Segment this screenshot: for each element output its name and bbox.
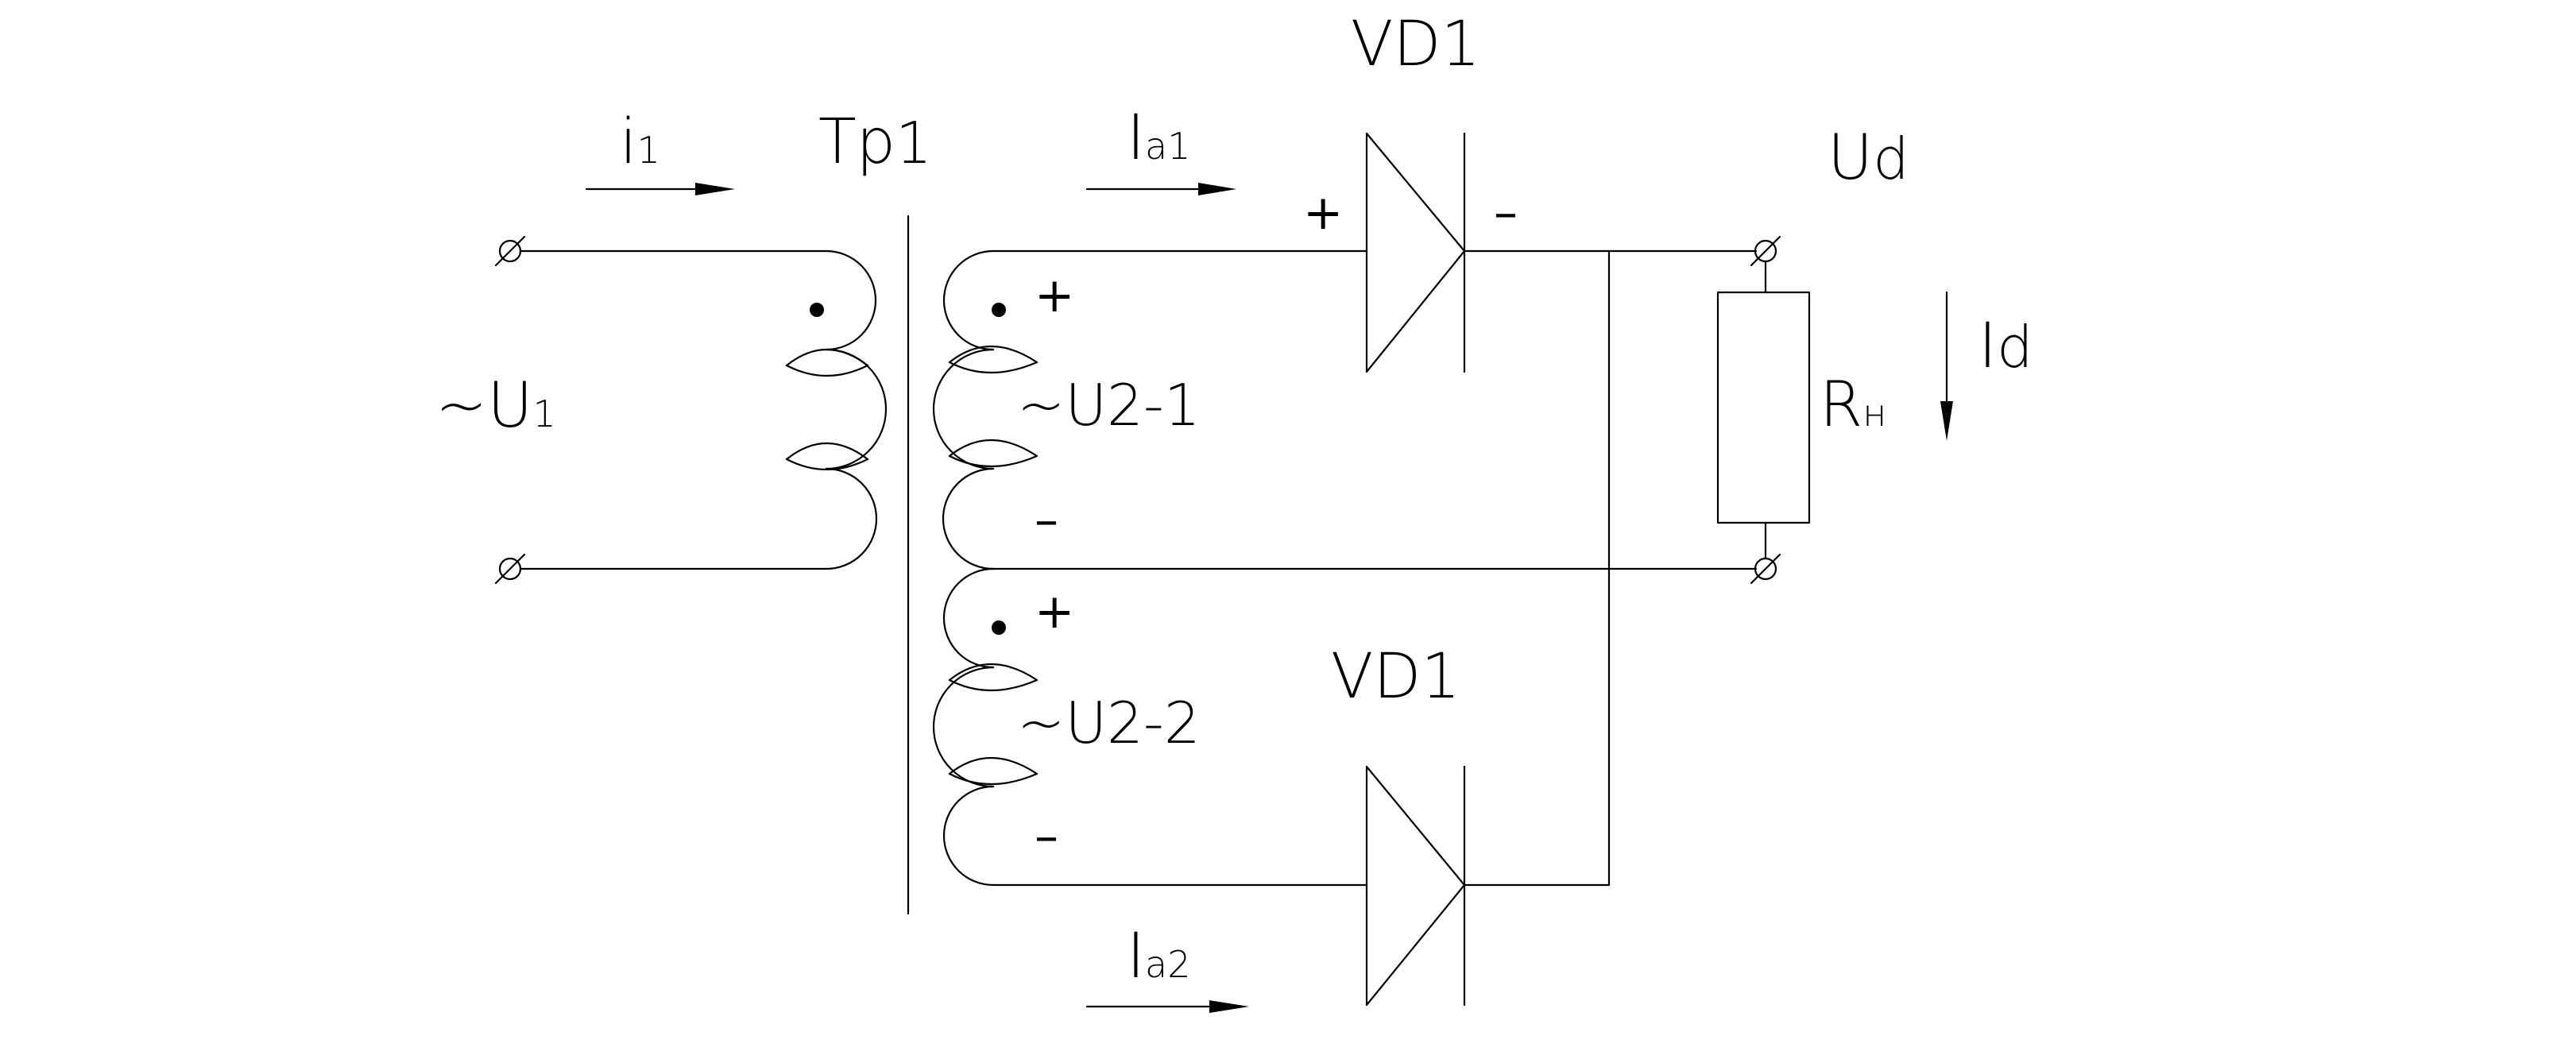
- label-anode-current-1: Ia1: [1127, 102, 1190, 174]
- label-input-voltage: ~U1: [435, 370, 556, 442]
- label-load-voltage: Ud: [1828, 122, 1909, 194]
- label-primary-current: i1: [620, 106, 660, 178]
- label-secondary-2-voltage: ~U2-2: [1017, 690, 1201, 756]
- primary-current-arrow: [585, 183, 735, 195]
- primary-dot-marker: [810, 303, 824, 317]
- label-secondary-1-voltage: ~U2-1: [1017, 372, 1201, 439]
- polarity-minus-secondary-1: –: [1035, 493, 1058, 548]
- anode-current-1-arrow: [1085, 183, 1236, 195]
- polarity-plus-secondary-2: +: [1035, 584, 1074, 640]
- secondary-2-dot-marker: [992, 620, 1006, 635]
- polarity-minus-secondary-2: –: [1035, 809, 1058, 864]
- diode-vd1-top: [1365, 132, 1466, 373]
- label-load-resistor: Rн: [1820, 369, 1886, 441]
- load-resistor: [1716, 260, 1811, 560]
- secondary-winding-1: [932, 249, 1039, 570]
- label-transformer: Tp1: [818, 106, 932, 178]
- polarity-plus-secondary-1: +: [1035, 268, 1074, 323]
- load-current-arrow: [1940, 291, 1953, 441]
- secondary-1-dot-marker: [992, 303, 1006, 317]
- diode-vd1-bottom: [1365, 765, 1466, 1007]
- label-anode-current-2: Ia2: [1127, 921, 1190, 992]
- secondary-winding-2: [932, 567, 1039, 887]
- anode-current-2-arrow: [1085, 1000, 1249, 1013]
- label-load-current: Id: [1978, 311, 2033, 382]
- label-diode-bottom: VD1: [1331, 641, 1460, 713]
- polarity-plus-vd1-anode: +: [1303, 185, 1343, 241]
- primary-winding: [785, 249, 888, 570]
- label-diode-top: VD1: [1351, 9, 1480, 80]
- polarity-minus-vd1-cathode: –: [1494, 185, 1518, 241]
